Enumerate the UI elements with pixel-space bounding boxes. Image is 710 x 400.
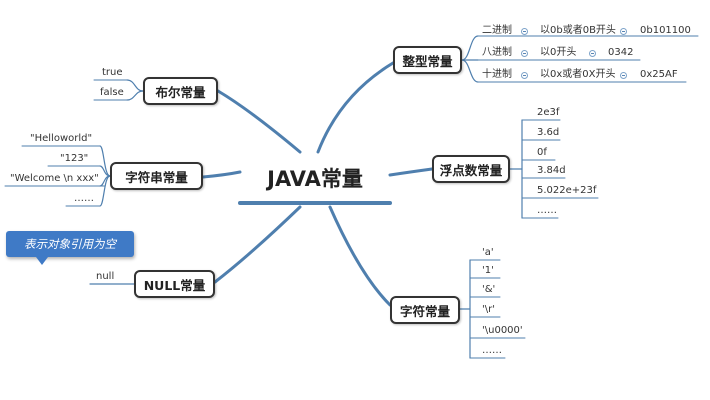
branch-boolean-constant[interactable]: 布尔常量 [143, 77, 218, 105]
null-item: null [96, 271, 115, 282]
integer-rule-binary: 以0b或者0B开头 [540, 25, 616, 36]
connector-float [388, 167, 434, 177]
null-note-callout: 表示对象引用为空 [6, 231, 134, 265]
float-item: 5.022e+23f [537, 185, 597, 196]
collapse-icon[interactable] [620, 28, 627, 35]
branch-float-constant[interactable]: 浮点数常量 [432, 155, 510, 183]
integer-rule-octal: 以0开头 [540, 47, 577, 58]
char-item: …… [482, 345, 502, 356]
integer-base-hex: 十进制 [482, 69, 512, 80]
connector-integer [316, 61, 395, 154]
string-item: "123" [60, 153, 89, 164]
integer-example-binary: 0b101100 [640, 25, 691, 36]
char-item: '\r' [482, 304, 495, 315]
integer-base-octal: 八进制 [482, 47, 512, 58]
float-item: …… [537, 205, 557, 216]
integer-base-binary: 二进制 [482, 25, 512, 36]
branch-char-constant[interactable]: 字符常量 [390, 296, 460, 324]
float-item: 0f [537, 147, 547, 158]
connector-bool [216, 89, 302, 154]
branch-string-constant[interactable]: 字符串常量 [110, 162, 203, 190]
connector-char [328, 205, 392, 307]
collapse-icon[interactable] [521, 50, 528, 57]
branch-integer-constant[interactable]: 整型常量 [393, 46, 462, 74]
collapse-icon[interactable] [521, 28, 528, 35]
char-item: '&' [482, 284, 496, 295]
float-item: 3.84d [537, 165, 566, 176]
integer-rule-hex: 以0x或者0X开头 [540, 69, 616, 80]
string-item: "Welcome \n xxx" [10, 173, 99, 184]
char-item: '1' [482, 265, 494, 276]
char-item: 'a' [482, 247, 494, 258]
string-item: "Helloworld" [30, 133, 93, 144]
connector-string [201, 170, 242, 179]
collapse-icon[interactable] [589, 50, 596, 57]
collapse-icon[interactable] [521, 72, 528, 79]
bool-item-false: false [100, 87, 124, 98]
integer-example-hex: 0x25AF [640, 69, 678, 80]
central-topic[interactable]: JAVA常量 [267, 167, 363, 191]
connector-null [213, 205, 302, 284]
float-item: 3.6d [537, 127, 560, 138]
char-item: '\u0000' [482, 325, 523, 336]
bool-item-true: true [102, 67, 123, 78]
integer-example-octal: 0342 [608, 47, 634, 58]
string-item: …… [74, 193, 94, 204]
branch-null-constant[interactable]: NULL常量 [134, 270, 215, 298]
float-item: 2e3f [537, 107, 560, 118]
collapse-icon[interactable] [620, 72, 627, 79]
